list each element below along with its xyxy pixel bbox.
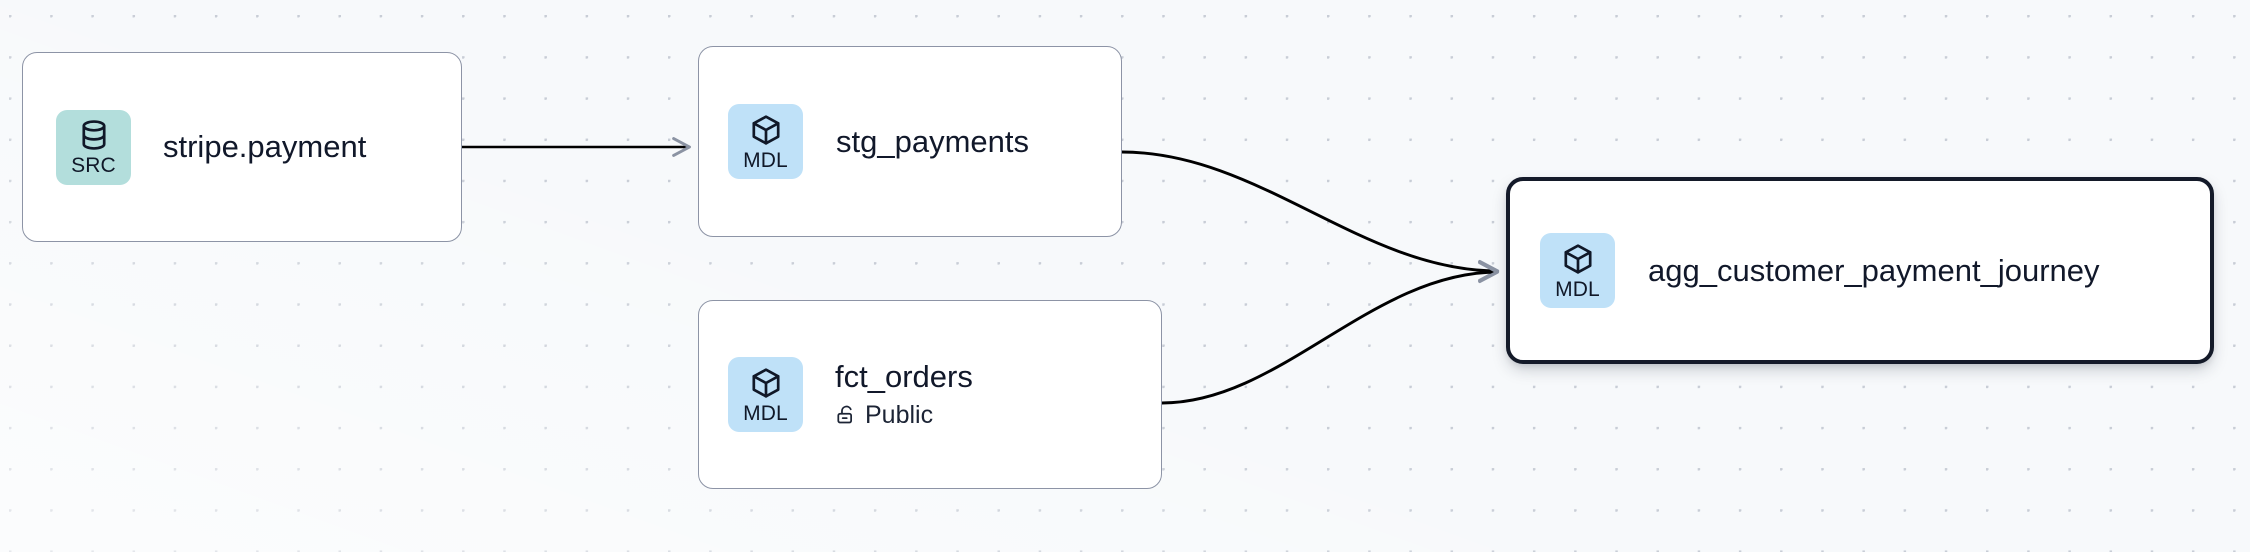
node-visibility-label: Public xyxy=(865,400,934,429)
node-title: fct_orders xyxy=(835,359,973,395)
node-body: fct_orders Public xyxy=(835,359,973,430)
node-title: stg_payments xyxy=(836,123,1029,159)
node-agg-customer-payment-journey[interactable]: MDL agg_customer_payment_journey xyxy=(1506,177,2214,364)
model-badge: MDL xyxy=(1540,233,1615,308)
edge-fct-orders-to-agg xyxy=(1161,260,1500,405)
model-badge: MDL xyxy=(728,104,803,179)
node-stripe-payment[interactable]: SRC stripe.payment xyxy=(22,52,462,242)
cube-icon xyxy=(751,114,780,145)
model-badge-label: MDL xyxy=(743,148,788,172)
model-badge-label: MDL xyxy=(1555,277,1600,301)
node-body: stg_payments xyxy=(836,124,1029,160)
cube-icon xyxy=(751,367,780,398)
unlock-icon xyxy=(837,405,853,424)
node-title: stripe.payment xyxy=(163,129,367,165)
node-title: agg_customer_payment_journey xyxy=(1648,252,2100,288)
source-badge-label: SRC xyxy=(71,154,116,177)
source-badge: SRC xyxy=(56,109,131,185)
node-fct-orders[interactable]: MDL fct_orders Public xyxy=(698,300,1162,489)
database-icon xyxy=(81,120,106,150)
cube-icon xyxy=(1563,243,1592,274)
node-body: stripe.payment xyxy=(163,129,366,165)
node-stg-payments[interactable]: MDL stg_payments xyxy=(698,46,1122,237)
node-body: agg_customer_payment_journey xyxy=(1648,253,2100,289)
node-visibility: Public xyxy=(835,400,973,430)
model-badge: MDL xyxy=(728,357,803,432)
edge-stg-payments-to-agg xyxy=(1121,150,1500,283)
model-badge-label: MDL xyxy=(743,401,788,425)
